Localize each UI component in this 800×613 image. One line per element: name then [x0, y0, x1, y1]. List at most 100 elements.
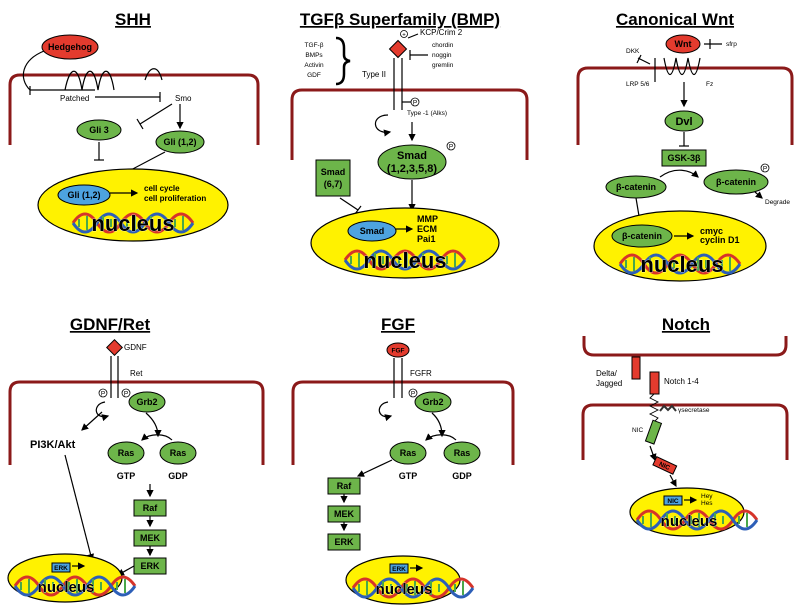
smad67-label-2: (6,7): [324, 179, 343, 189]
tgfb-ligand-4: GDF: [307, 72, 321, 79]
fgf-phospho-icon: [408, 388, 418, 398]
gdnf-grb2-node: [128, 391, 166, 413]
nic-label: NIC: [632, 427, 644, 434]
gdnf-erk-label: ERK: [140, 561, 160, 571]
bcat-nuclear-node: [611, 224, 673, 248]
nic-cytoplasm-label: NIC: [658, 461, 671, 472]
tgfb-target-1: MMP: [417, 214, 438, 224]
gsk-label: GSK-3β: [668, 153, 702, 163]
bcat-phospho-arrow: [659, 169, 699, 178]
panel-gdnf: GDNF/Ret GDNF Ret P P Grb2 PI3K/Akt Ras …: [7, 315, 265, 603]
patched-label: Patched: [60, 94, 89, 103]
type1-label: Type -1 (Alks): [407, 110, 447, 117]
fgf-mek-label: MEK: [334, 509, 355, 519]
smad1235-label-1: Smad: [397, 150, 427, 162]
gdnf-erk-nuclear-label: ERK: [54, 565, 68, 572]
fgf-ras1-label: Ras: [400, 448, 417, 458]
gdnf-membrane: [8, 380, 265, 465]
fgf-title: FGF: [381, 315, 415, 334]
smad-nuclear-label: Smad: [360, 226, 385, 236]
nic-cytoplasm-node: [652, 456, 678, 475]
gdnf-ras1-node: [107, 441, 145, 465]
gdnf-ras2-label: Ras: [170, 448, 187, 458]
wnt-title: Canonical Wnt: [616, 10, 734, 29]
tgfb-membrane: [290, 88, 529, 160]
fgf-grb2-label: Grb2: [422, 397, 443, 407]
gdnf-phospho-2-icon: [121, 388, 131, 398]
grb2-ras-arrow: [145, 412, 162, 438]
kcp-plus-icon: [400, 30, 408, 38]
gli3-node: [76, 119, 122, 141]
bcat-nuclear-label: β-catenin: [622, 231, 662, 241]
bcat2-label: β-catenin: [716, 177, 756, 187]
hedgehog-node: [41, 34, 99, 60]
fgf-ras2-node: [443, 441, 481, 465]
gli3-label: Gli 3: [89, 125, 109, 135]
tgfb-inhibitor-1: chordin: [432, 42, 454, 49]
wnt-phospho-icon: [760, 163, 770, 173]
dvl-label: Dvl: [675, 116, 692, 128]
ret-receptor: [110, 356, 119, 398]
wnt-target-2: cyclin D1: [700, 235, 740, 245]
fgf-ras2-label: Ras: [454, 448, 471, 458]
delta-node: [631, 356, 641, 380]
dkk-label: DKK: [626, 48, 640, 55]
ret-label: Ret: [130, 369, 143, 378]
smo-gli3-bar: [136, 118, 144, 130]
gdnf-gdp-gtp-arrow: [141, 433, 173, 441]
gdnf-mek-label: MEK: [140, 533, 161, 543]
wnt-label: Wnt: [675, 39, 692, 49]
notch-target-2: Hes: [701, 500, 713, 507]
fgf-gtp-label: GTP: [399, 471, 418, 481]
gli12-node: [155, 130, 205, 154]
fz-label: Fz: [706, 81, 713, 88]
fgf-autophos-arrow: [378, 401, 393, 422]
gli12-nuclear-node: [57, 184, 111, 206]
gdnf-gdp-label: GDP: [168, 471, 188, 481]
smad67-node: [315, 159, 351, 197]
ret-pi3k-arrow: [81, 411, 103, 431]
fgf-ras1-node: [389, 441, 427, 465]
gdnf-ligand-label: GDNF: [124, 343, 147, 352]
shh-title: SHH: [115, 10, 151, 29]
fgf-raf-label: Raf: [337, 481, 353, 491]
fgf-phospho: P: [411, 391, 415, 398]
tgfb-receptor: [393, 58, 403, 110]
shh-target-1: cell cycle: [144, 184, 180, 193]
degrade-arrow: [754, 191, 763, 199]
notch-transmembrane: [648, 393, 660, 423]
panel-wnt: Canonical Wnt Wnt sfrp DKK LRP 5/6 Fz Dv…: [576, 10, 794, 282]
fgf-gdp-gtp-arrow: [425, 433, 457, 441]
patched-receptor: [64, 70, 115, 91]
kcp-line: [407, 33, 419, 39]
gli12-label: Gli (1,2): [163, 137, 196, 147]
tgfb-autophos-arrow: [374, 114, 392, 137]
gdnf-gtp-label: GTP: [117, 471, 136, 481]
fgf-ligand-node: [386, 342, 410, 358]
notch-receptor-node: [649, 371, 660, 395]
wnt-membrane: [576, 66, 794, 145]
smo-label: Smo: [175, 94, 192, 103]
fgf-erk-nuclear-label: ERK: [392, 566, 406, 573]
fgf-ras-raf-arrow: [356, 459, 393, 477]
wnt-target-1: cmyc: [700, 226, 723, 236]
smad67-label-1: Smad: [321, 167, 346, 177]
fgf-gdp-label: GDP: [452, 471, 472, 481]
signal-cell-membrane: [582, 336, 788, 357]
gdnf-phospho-1-icon: [98, 388, 108, 398]
gdnf-grb2-label: Grb2: [136, 397, 157, 407]
gsk-node: [661, 149, 707, 167]
fgf-ligand-label: FGF: [392, 348, 405, 355]
delta-label-1: Delta/: [596, 369, 618, 378]
pi3k-label: PI3K/Akt: [30, 439, 76, 451]
notch-title: Notch: [662, 315, 710, 334]
fgf-erk-node: [327, 533, 361, 551]
fgf-erk-label: ERK: [334, 537, 354, 547]
fgf-grb2-ras-arrow: [431, 412, 446, 438]
panel-notch: Notch Delta/ Jagged Notch 1-4 γsecretase…: [581, 315, 789, 537]
sfrp-label: sfrp: [726, 41, 737, 48]
smad1235-label-2: (1,2,3,5,8): [387, 163, 437, 175]
tgfb-ligand-2: BMPs: [305, 52, 323, 59]
bcat2-node: [703, 169, 769, 195]
nic-nuclear-node: [663, 495, 683, 506]
